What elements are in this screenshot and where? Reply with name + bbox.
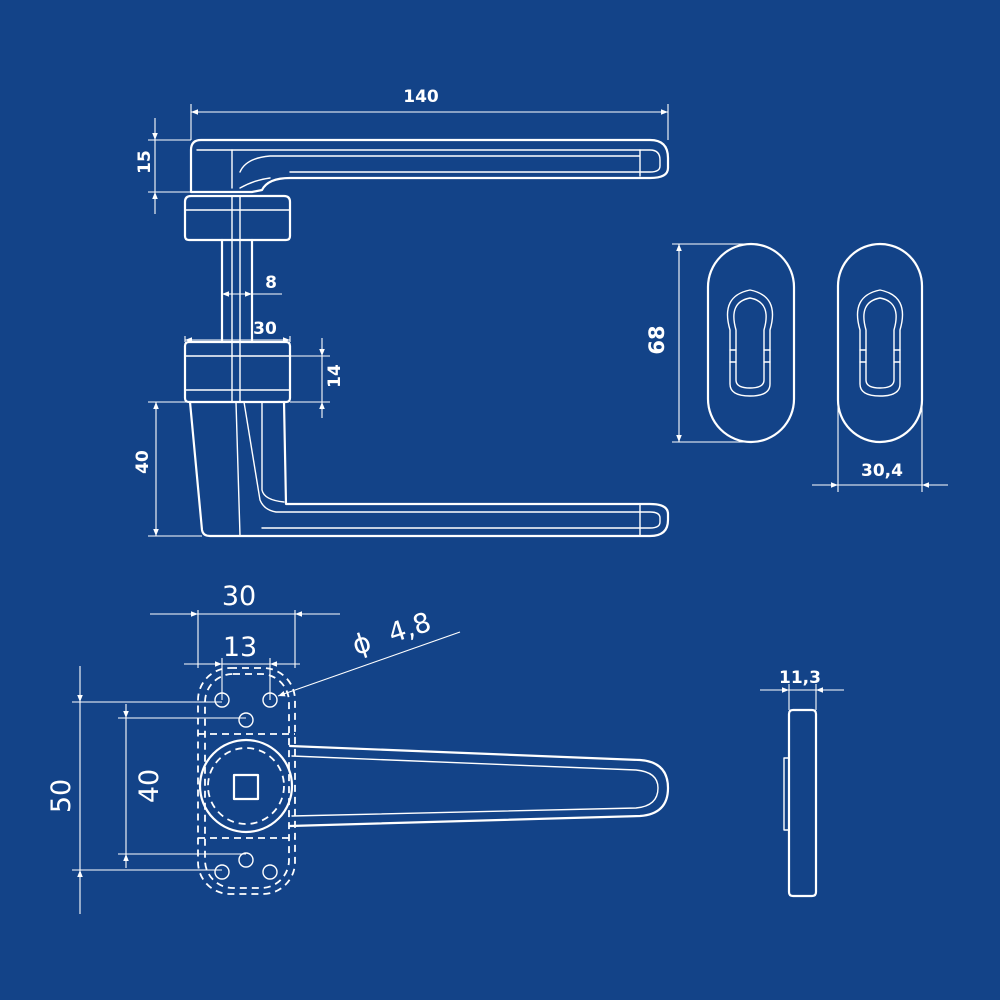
dim-length: 140 bbox=[190, 87, 669, 140]
dim-grip-height: 15 bbox=[135, 118, 191, 214]
escutcheon-view: 68 30,4 bbox=[645, 242, 948, 492]
dim-grip-height-label: 15 bbox=[135, 150, 155, 174]
dim-plate-height: 50 bbox=[46, 666, 222, 914]
escutcheon-edge bbox=[783, 708, 818, 898]
dim-top-width-label: 30 bbox=[222, 581, 256, 612]
top-view: 30 13 ϕ 4,8 50 bbox=[46, 581, 670, 914]
upper-rose bbox=[183, 194, 292, 242]
dim-lower-height: 40 bbox=[133, 401, 202, 537]
dim-hole-pitch: 40 bbox=[118, 704, 246, 868]
dim-escutcheon-height-label: 68 bbox=[645, 325, 669, 354]
edge-view: 11,3 bbox=[760, 668, 844, 898]
dim-spindle-label: 8 bbox=[265, 273, 277, 293]
rose-top bbox=[198, 738, 294, 834]
dim-lower-height-label: 40 bbox=[133, 450, 153, 474]
lever-top bbox=[288, 744, 670, 828]
dim-escutcheon-width-label: 30,4 bbox=[861, 461, 903, 481]
diameter-symbol: ϕ bbox=[349, 627, 376, 662]
spindle bbox=[220, 238, 254, 344]
dim-hole-spacing-label: 13 bbox=[223, 632, 257, 663]
escutcheon-plate-right bbox=[836, 242, 924, 444]
dim-hole-spacing: 13 bbox=[184, 632, 300, 700]
dim-rose-height: 14 bbox=[290, 338, 345, 418]
dim-plate-height-label: 50 bbox=[46, 779, 77, 813]
dim-top-width: 30 bbox=[150, 581, 340, 668]
side-view: 140 15 8 30 bbox=[133, 87, 670, 538]
dim-escutcheon-width: 30,4 bbox=[812, 400, 948, 492]
dim-rose-dia: 30 bbox=[184, 319, 291, 343]
dim-rose-height-label: 14 bbox=[325, 364, 345, 388]
dim-edge-thickness: 11,3 bbox=[760, 668, 844, 710]
dim-hole-pitch-label: 40 bbox=[134, 769, 165, 803]
dim-hole-dia: ϕ 4,8 bbox=[277, 607, 461, 697]
lower-lever bbox=[188, 400, 670, 538]
dim-length-label: 140 bbox=[403, 87, 439, 107]
escutcheon-plate-left bbox=[706, 242, 796, 444]
screw-holes bbox=[214, 692, 278, 880]
dim-spindle: 8 bbox=[222, 273, 282, 297]
upper-lever bbox=[189, 138, 670, 194]
dim-edge-thickness-label: 11,3 bbox=[779, 668, 821, 688]
dim-escutcheon-height: 68 bbox=[645, 243, 752, 443]
dim-rose-dia-label: 30 bbox=[253, 319, 277, 339]
lower-rose bbox=[183, 340, 292, 404]
base-plate bbox=[197, 667, 296, 895]
